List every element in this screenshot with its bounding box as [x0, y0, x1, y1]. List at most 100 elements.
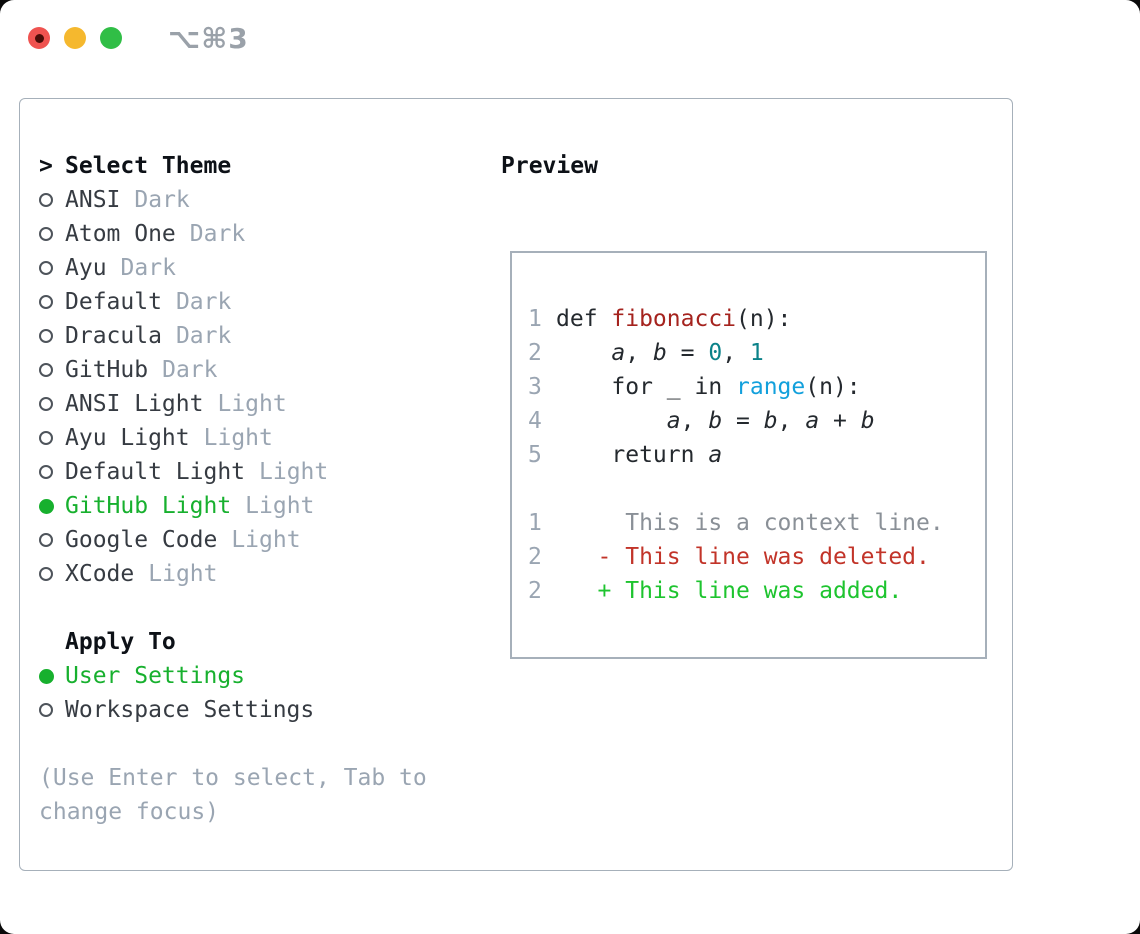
theme-option-dracula[interactable]: Dracula Dark — [39, 319, 489, 353]
select-theme-title: Select Theme — [65, 153, 232, 179]
maximize-button[interactable] — [100, 27, 122, 49]
line-number: 2 — [528, 578, 542, 604]
theme-variant-tag: Light — [203, 425, 273, 451]
theme-option-ayu[interactable]: Ayu Dark — [39, 251, 489, 285]
code-token: , — [625, 340, 653, 366]
code-line-5: 5 return a — [528, 438, 985, 472]
code-token: (n): — [736, 306, 792, 332]
theme-option-github[interactable]: GitHub Dark — [39, 353, 489, 387]
code-token: fibonacci — [611, 306, 737, 332]
theme-option-default-light[interactable]: Default Light Light — [39, 455, 489, 489]
code-token: a — [805, 408, 820, 434]
line-number: 2 — [528, 340, 542, 366]
code-token: for _ in — [556, 374, 737, 400]
code-token: b — [708, 408, 723, 434]
theme-variant-tag: Light — [245, 493, 315, 519]
theme-name: Google Code — [65, 527, 218, 553]
diff-text: - This line was deleted. — [556, 544, 930, 570]
code-token: return — [556, 442, 709, 468]
code-text: def fibonacci(n): — [556, 306, 791, 332]
line-number: 1 — [528, 510, 542, 536]
radio-icon — [39, 703, 65, 717]
diff-sample: 1 This is a context line. 2 - This line w… — [528, 506, 985, 608]
code-line-2: 2 a, b = 0, 1 — [528, 336, 985, 370]
code-token: , — [722, 340, 750, 366]
code-text: a, b = 0, 1 — [556, 340, 764, 366]
code-token: def — [556, 306, 612, 332]
preview-title: Preview — [501, 153, 598, 179]
theme-name: Ayu Light — [65, 425, 190, 451]
theme-name: Atom One — [65, 221, 176, 247]
apply-option-workspace-settings[interactable]: Workspace Settings — [39, 693, 489, 727]
theme-name: GitHub — [65, 357, 149, 383]
code-token: b — [763, 408, 778, 434]
titlebar: ⌥⌘3 — [28, 22, 249, 55]
spacer — [39, 591, 489, 625]
spacer — [528, 472, 985, 506]
radio-selected-icon — [39, 668, 65, 684]
theme-name: Dracula — [65, 323, 162, 349]
theme-option-ayu-light[interactable]: Ayu Light Light — [39, 421, 489, 455]
code-token: range — [736, 374, 806, 400]
spacer — [39, 727, 489, 761]
theme-option-github-light[interactable]: GitHub Light Light — [39, 489, 489, 523]
window-shortcut-label: ⌥⌘3 — [168, 21, 249, 55]
code-text: return a — [556, 442, 722, 468]
code-line-4: 4 a, b = b, a + b — [528, 404, 985, 438]
line-number: 2 — [528, 544, 542, 570]
theme-name: Ayu — [65, 255, 107, 281]
radio-icon — [39, 261, 65, 275]
theme-name: Default — [65, 289, 162, 315]
code-token: = — [722, 408, 764, 434]
code-token: + — [819, 408, 861, 434]
diff-line-added: 2 + This line was added. — [528, 574, 985, 608]
radio-icon — [39, 533, 65, 547]
apply-option-label: User Settings — [65, 663, 246, 689]
code-token: a — [708, 442, 723, 468]
theme-name: Default Light — [65, 459, 246, 485]
code-token: a — [611, 340, 626, 366]
code-token — [556, 408, 667, 434]
code-token: b — [860, 408, 875, 434]
theme-name: GitHub Light — [65, 493, 232, 519]
line-number: 4 — [528, 408, 542, 434]
line-number: 5 — [528, 442, 542, 468]
code-token: (n): — [805, 374, 861, 400]
theme-variant-tag: Light — [231, 527, 301, 553]
diff-line-deleted: 2 - This line was deleted. — [528, 540, 985, 574]
theme-variant-tag: Dark — [175, 323, 232, 349]
close-dot-icon — [34, 33, 44, 43]
theme-variant-tag: Dark — [134, 187, 190, 213]
select-theme-header: > Select Theme — [39, 149, 489, 183]
minimize-button[interactable] — [64, 27, 86, 49]
code-line-3: 3 for _ in range(n): — [528, 370, 985, 404]
radio-icon — [39, 431, 65, 445]
code-text: a, b = b, a + b — [556, 408, 875, 434]
close-button[interactable] — [28, 27, 50, 49]
code-token: b — [652, 340, 667, 366]
theme-variant-tag: Light — [148, 561, 218, 587]
apply-to-title: Apply To — [65, 629, 176, 655]
theme-option-google-code[interactable]: Google Code Light — [39, 523, 489, 557]
theme-variant-tag: Dark — [120, 255, 176, 281]
line-number: 1 — [528, 306, 542, 332]
theme-variant-tag: Light — [217, 391, 287, 417]
line-number: 3 — [528, 374, 542, 400]
theme-variant-tag: Dark — [162, 357, 218, 383]
code-token: 1 — [749, 340, 764, 366]
radio-icon — [39, 465, 65, 479]
code-token: a — [666, 408, 681, 434]
apply-option-user-settings[interactable]: User Settings — [39, 659, 489, 693]
theme-variant-tag: Light — [259, 459, 329, 485]
diff-text: This is a context line. — [556, 510, 944, 536]
